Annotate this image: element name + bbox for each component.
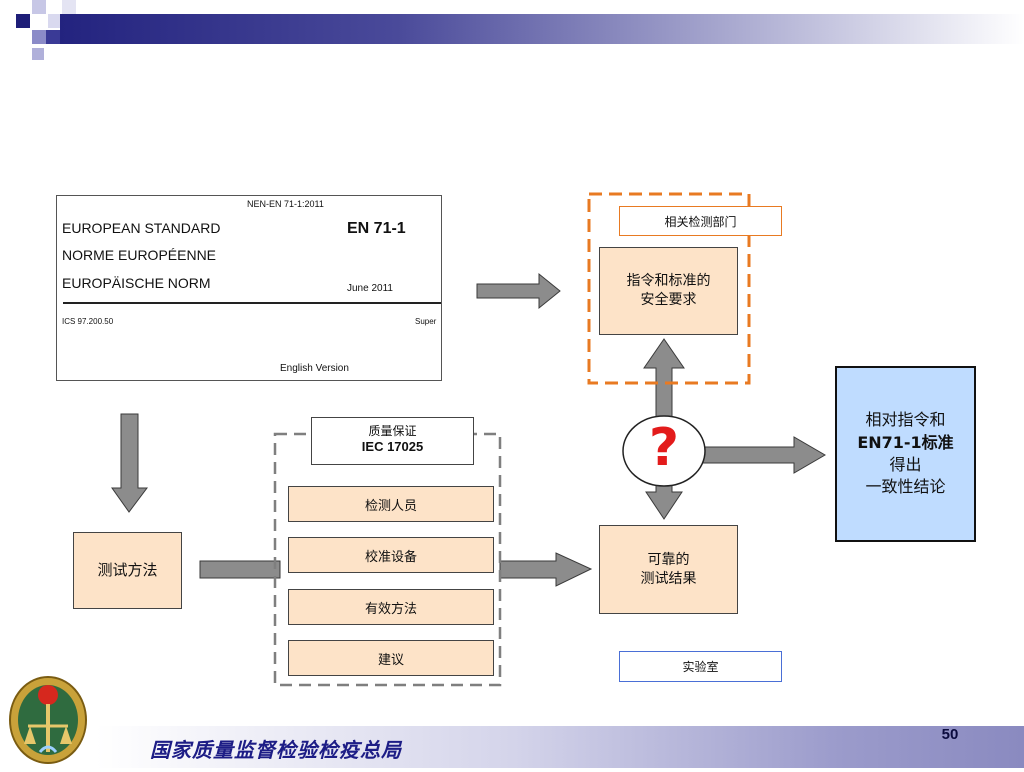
conformity-line-4: 一致性结论 [865, 477, 946, 497]
doc-date: June 2011 [347, 283, 393, 294]
header-square-mid [32, 30, 46, 44]
doc-name-de: EUROPÄISCHE NORM [62, 275, 211, 291]
header-band [60, 14, 1024, 44]
dashed-frame-qa [273, 432, 502, 687]
quality-assurance-label: 质量保证 IEC 17025 [311, 417, 474, 465]
qa-item-personnel: 检测人员 [288, 486, 494, 522]
header-square-small [32, 48, 44, 60]
page-number: 50 [941, 726, 959, 743]
dashed-frame-dept [587, 192, 751, 385]
arrow-question-up [643, 338, 685, 426]
related-dept-label: 相关检测部门 [619, 206, 782, 236]
reliable-result-line-1: 可靠的 [647, 551, 690, 568]
safety-req-line-1: 指令和标准的 [626, 273, 711, 290]
header-square-light [32, 0, 46, 14]
question-circle [622, 415, 706, 487]
reliable-result-box: 可靠的 测试结果 [599, 525, 738, 614]
arrow-qa-to-result [499, 552, 593, 587]
doc-code: EN 71-1 [347, 220, 406, 237]
conformity-line-2: EN71-1标准 [857, 432, 954, 452]
safety-requirements-box: 指令和标准的 安全要求 [599, 247, 738, 335]
doc-ics: ICS 97.200.50 [62, 317, 114, 326]
doc-divider [63, 302, 441, 304]
arrow-doc-to-requirements [476, 272, 561, 310]
standard-document-card: NEN-EN 71-1:2011 EUROPEAN STANDARD EN 71… [56, 195, 442, 381]
doc-name-en: EUROPEAN STANDARD [62, 220, 221, 236]
footer-band [96, 726, 1024, 768]
emblem-icon [9, 676, 87, 764]
doc-reference: NEN-EN 71-1:2011 [247, 199, 324, 209]
header-square-pale [48, 14, 60, 28]
qa-standard: IEC 17025 [361, 439, 424, 454]
laboratory-label: 实验室 [619, 651, 782, 682]
doc-version: English Version [280, 363, 349, 374]
qa-item-valid-method: 有效方法 [288, 589, 494, 625]
test-method-box: 测试方法 [73, 532, 182, 609]
connector-method-to-qa [199, 560, 281, 579]
conformity-line-3: 得出 [889, 455, 922, 474]
reliable-result-line-2: 测试结果 [640, 570, 697, 587]
header-square-white [62, 0, 76, 14]
doc-name-fr: NORME EUROPÉENNE [62, 247, 217, 263]
header-square-navy [16, 14, 30, 28]
doc-supersedes: Super [415, 317, 437, 326]
conformity-line-1: 相对指令和 [865, 410, 946, 430]
qa-title: 质量保证 [368, 424, 417, 438]
arrow-doc-to-method [111, 413, 148, 513]
question-mark: ? [648, 418, 680, 478]
emblem-logo [0, 662, 96, 768]
safety-req-line-2: 安全要求 [640, 292, 697, 308]
footer-org-name: 国家质量监督检验检疫总局 [150, 738, 402, 762]
qa-item-calibration: 校准设备 [288, 537, 494, 573]
qa-item-advice: 建议 [288, 640, 494, 676]
header-square-blue [46, 30, 60, 44]
arrow-question-to-conformity [693, 436, 826, 474]
conformity-conclusion-box: 相对指令和 EN71-1标准 得出 一致性结论 [835, 366, 976, 542]
